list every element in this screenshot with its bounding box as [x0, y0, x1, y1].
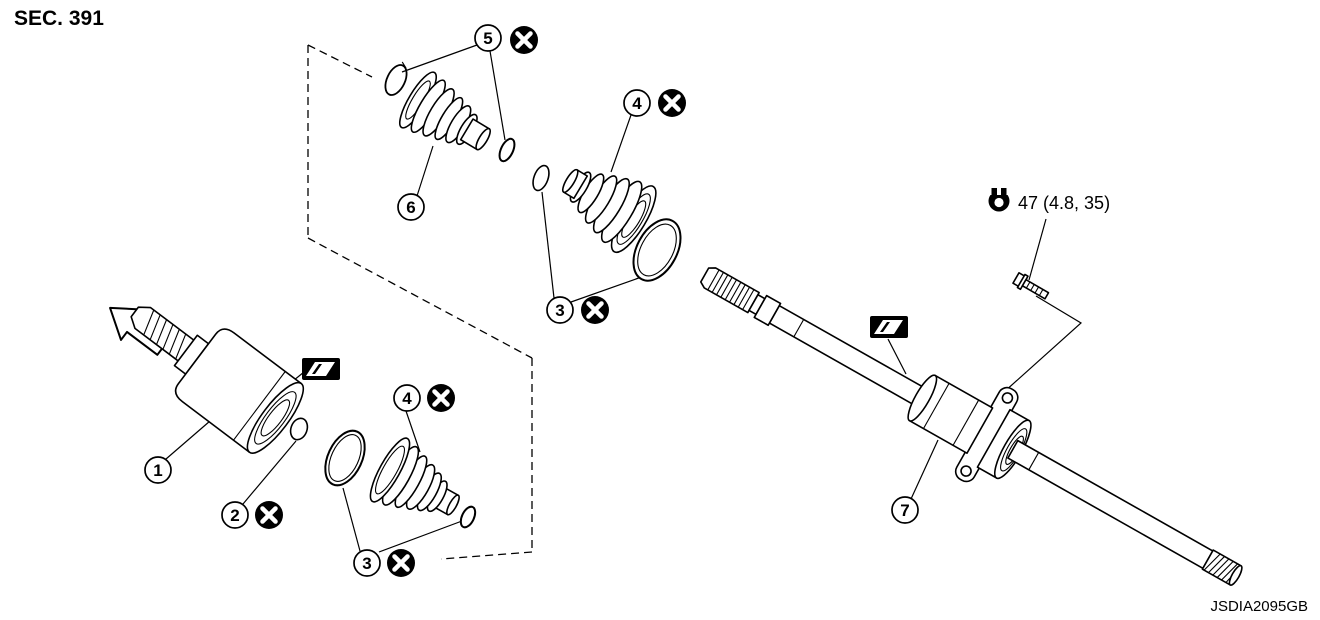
- boot-band-left-part-5: [384, 61, 408, 96]
- svg-text:4: 4: [402, 389, 412, 408]
- callout-3-upper: 3: [546, 296, 574, 324]
- svg-text:7: 7: [900, 501, 909, 520]
- cv-boot-outer-part-6: [399, 71, 492, 151]
- svg-text:3: 3: [555, 301, 564, 320]
- boot-band-small-upper-part-3: [532, 164, 550, 192]
- do-not-reuse-x-icon: [387, 549, 415, 577]
- do-not-reuse-x-icon: [427, 384, 455, 412]
- bracket-bolt-hole: [1001, 392, 1014, 404]
- svg-text:5: 5: [483, 29, 492, 48]
- boot-band-small-lower-part-3: [459, 505, 477, 529]
- leader-lines: [165, 44, 1083, 553]
- grease-apply-icon: [870, 316, 908, 338]
- boot-band-right-part-5: [498, 137, 516, 163]
- cv-boot-lower-part-4: [369, 437, 460, 516]
- svg-text:6: 6: [406, 198, 415, 217]
- do-not-reuse-x-icon: [255, 501, 283, 529]
- do-not-reuse-x-icon: [510, 26, 538, 54]
- do-not-reuse-x-icon: [658, 89, 686, 117]
- do-not-reuse-x-icon: [581, 296, 609, 324]
- callout-1: 1: [144, 456, 172, 484]
- callout-4-lower: 4: [393, 384, 421, 412]
- callout-2: 2: [221, 501, 249, 529]
- bracket-bolt-hole: [960, 465, 972, 477]
- bracket-mount-bolt: [1012, 272, 1050, 300]
- callout-6: 6: [397, 193, 425, 221]
- support-bearing-housing: [907, 374, 994, 455]
- grease-apply-icon: [302, 358, 340, 380]
- svg-text:3: 3: [362, 554, 371, 573]
- svg-text:1: 1: [153, 461, 162, 480]
- drive-shaft-part-7: [700, 267, 1243, 586]
- shaft-spline-far-end: [1201, 549, 1243, 586]
- torque-note: 47 (4.8, 35): [988, 188, 1110, 213]
- cv-joint-housing-part-1: [130, 306, 305, 454]
- callout-7: 7: [891, 496, 919, 524]
- callout-4-upper: 4: [623, 89, 651, 117]
- torque-spec-label: 47 (4.8, 35): [1018, 193, 1110, 213]
- group-boundary-dashed-lines: [307, 44, 533, 560]
- torque-clamp-icon: [988, 188, 1010, 212]
- boot-band-large-upper-part-3: [632, 218, 682, 282]
- callout-5: 5: [474, 24, 502, 52]
- figure-id: JSDIA2095GB: [1210, 598, 1308, 615]
- snap-ring-part-2: [289, 417, 309, 441]
- callout-3-lower: 3: [353, 549, 381, 577]
- boot-band-large-lower-part-3: [324, 429, 366, 487]
- section-label: SEC. 391: [14, 7, 104, 30]
- shaft-spline-top-end: [700, 267, 782, 327]
- cv-boot-upper-part-4: [561, 168, 657, 254]
- svg-text:4: 4: [632, 94, 642, 113]
- svg-text:2: 2: [230, 506, 239, 525]
- shaft-front-section: [1007, 439, 1214, 570]
